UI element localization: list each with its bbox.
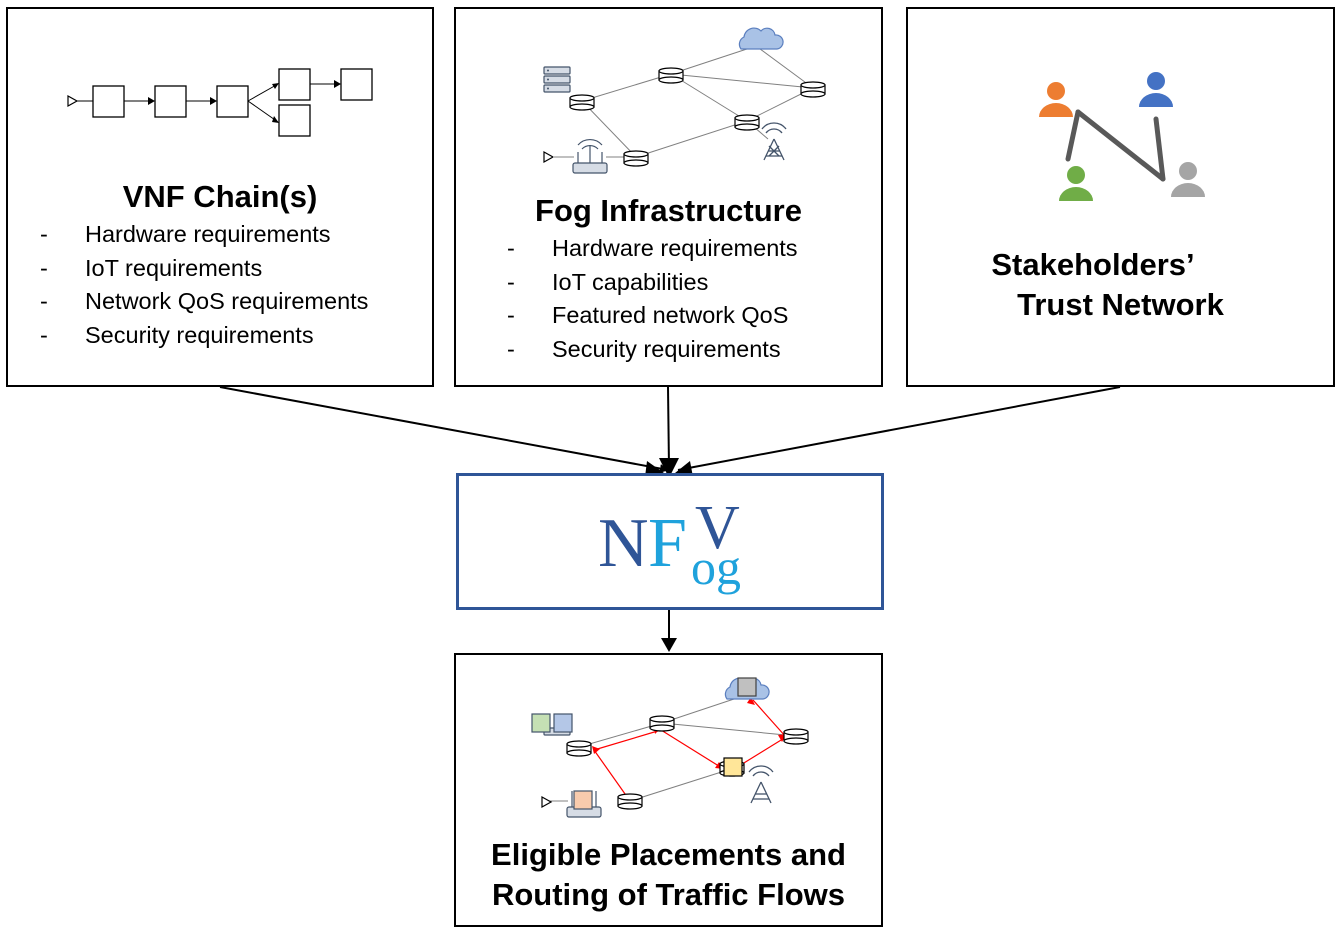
- vnf-node-6: [340, 68, 373, 101]
- vnf-placed-orange: [573, 790, 593, 810]
- person-icon-blue: [1139, 72, 1173, 107]
- nfvog-logo-box: N F V og: [456, 473, 884, 610]
- vnf-node-4: [278, 68, 311, 101]
- vnf-placed-gray: [737, 677, 757, 697]
- logo-og: og: [691, 539, 741, 595]
- server-icon: [543, 66, 571, 93]
- vnf-chain-title: VNF Chain(s): [122, 179, 318, 214]
- person-icon-green: [1059, 166, 1093, 201]
- fog-infrastructure-title: Fog Infrastructure: [535, 193, 802, 228]
- red-traffic-flow: [593, 699, 787, 802]
- fog-entry-icon: [543, 150, 555, 164]
- result-title: Eligible Placements and Routing of Traff…: [456, 835, 881, 916]
- fog-network-diagram: [543, 27, 826, 174]
- result-title-line2: Routing of Traffic Flows: [491, 877, 846, 913]
- arrow-head-result: [661, 638, 677, 652]
- stakeholders-box: Stakeholders’ Trust Network: [906, 7, 1335, 387]
- vnf-chain-diagram: [67, 68, 373, 137]
- cell-tower-icon: [761, 122, 787, 161]
- router-icon: [572, 139, 608, 174]
- person-icon-orange: [1039, 82, 1073, 117]
- fog-node: [569, 67, 826, 167]
- result-title-line1: Eligible Placements and: [491, 837, 846, 872]
- fog-infrastructure-box: Fog Infrastructure -Hardware requirement…: [454, 7, 883, 387]
- vnf-chain-entry-icon: [67, 94, 79, 108]
- arrow-head-fog: [659, 458, 679, 478]
- arrow-vnf-to-nfvog: [219, 386, 669, 473]
- cloud-icon: [738, 27, 784, 50]
- vnf-node-3: [216, 85, 249, 118]
- trust-network-diagram: [1039, 72, 1205, 201]
- arrow-fog-to-nfvog: [667, 386, 670, 469]
- vnf-placed-green: [531, 713, 551, 733]
- stakeholders-title: Stakeholders’ Trust Network: [908, 245, 1333, 326]
- vnf-node-5: [278, 104, 311, 137]
- vnf-node-1: [92, 85, 125, 118]
- logo-v: V: [695, 494, 740, 562]
- logo-n: N: [598, 505, 649, 582]
- result-box: Eligible Placements and Routing of Traff…: [454, 653, 883, 927]
- person-icon-gray: [1171, 162, 1205, 197]
- vnf-chain-box: VNF Chain(s) -Hardware requirements -IoT…: [6, 7, 434, 387]
- vnf-placed-blue: [553, 713, 573, 733]
- logo-f: F: [648, 505, 687, 582]
- arrow-stake-to-nfvog: [677, 386, 1121, 471]
- cell-tower-icon: [748, 765, 774, 804]
- vnf-placed-yellow: [723, 757, 743, 777]
- stakeholders-title-line1: Stakeholders’: [991, 247, 1195, 282]
- result-entry-icon: [541, 795, 553, 809]
- placement-routing-diagram: [531, 677, 809, 818]
- stakeholders-title-line2: Trust Network: [1017, 287, 1224, 323]
- vnf-node-2: [154, 85, 187, 118]
